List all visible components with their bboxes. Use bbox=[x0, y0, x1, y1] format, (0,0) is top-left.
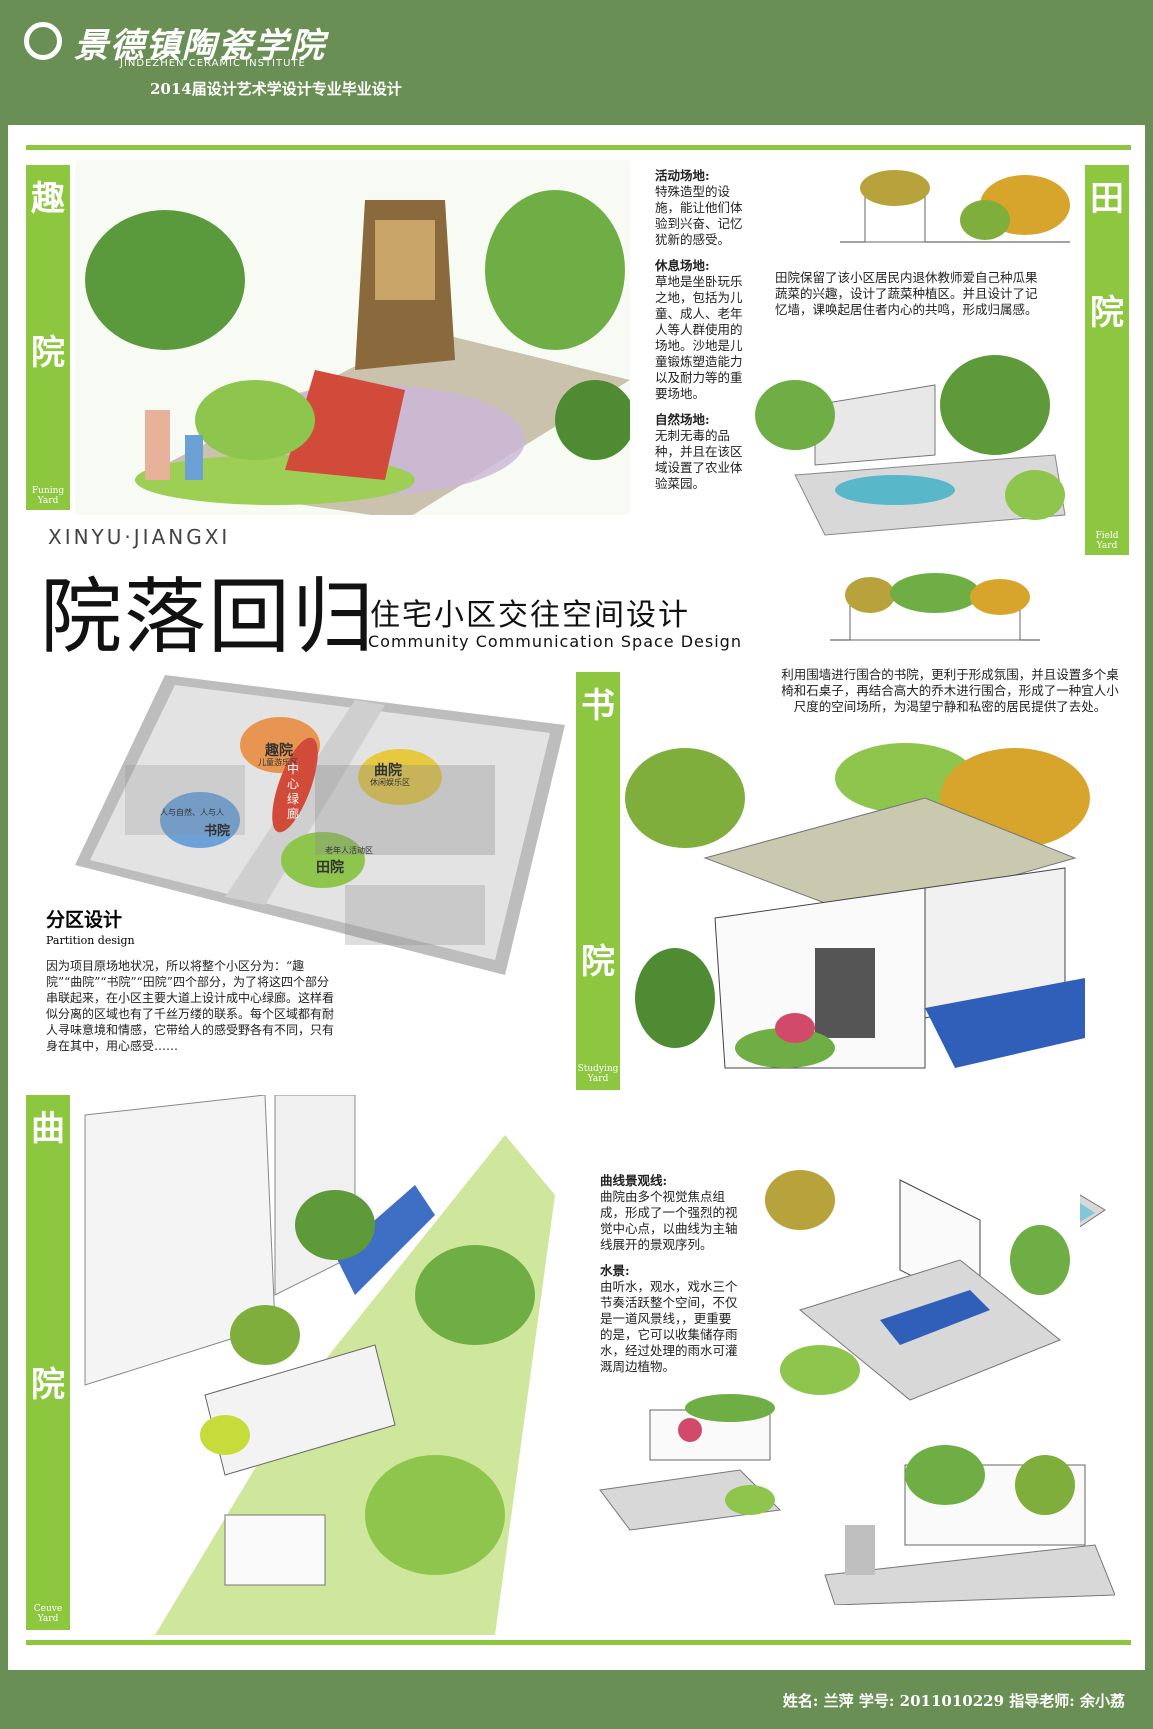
school-name-cn: 景德镇陶瓷学院 bbox=[74, 26, 326, 66]
nature-body: 无刺无毒的品种，并且在该区域设置了农业体验菜园。 bbox=[655, 428, 743, 491]
curve-line-title: 曲线景观线: bbox=[600, 1173, 668, 1188]
field-en-1: Field bbox=[1095, 531, 1119, 541]
school-logo bbox=[24, 22, 62, 60]
curve-en-2: Yard bbox=[37, 1614, 59, 1624]
funing-yard-label: 趣 院 Funing Yard bbox=[26, 165, 70, 510]
funing-en-1: Funing bbox=[31, 486, 65, 496]
water-body: 由听水，观水，戏水三个节奏活跃整个空间，不仅是一道风景线，，更重要的是，它可以收… bbox=[600, 1279, 738, 1374]
subtitle-cn: 住宅小区交往空间设计 bbox=[370, 598, 690, 633]
bottom-divider bbox=[26, 1640, 1131, 1645]
partition-body: 因为项目原场地状况，所以将整个小区分为：“趣院”“曲院”“书院”“田院”四个部分… bbox=[46, 959, 335, 1053]
studying-yard-label: 书 院 Studying Yard bbox=[576, 672, 620, 1090]
map-label-quyuan: 趣院 bbox=[265, 743, 293, 759]
study-description: 利用围墙进行围合的书院，更利于形成氛围，并且设置多个桌椅和石桌子，再结合高大的乔… bbox=[781, 667, 1119, 714]
field-elevation-sketch bbox=[835, 160, 1075, 250]
map-label-qu2: 曲院 bbox=[374, 763, 402, 779]
nature-title: 自然场地: bbox=[655, 412, 710, 427]
water-feature-sketch bbox=[760, 1160, 1080, 1410]
funing-char-2: 院 bbox=[31, 333, 65, 373]
activity-body: 特殊造型的设施，能让他们体验到兴奋、记忆犹新的感受。 bbox=[655, 184, 743, 247]
funing-yard-sketch bbox=[75, 160, 630, 515]
location-label: XINYU·JIANGXI bbox=[48, 525, 231, 549]
partition-title-en: Partition design bbox=[46, 934, 135, 947]
studying-yard-sketch bbox=[625, 738, 1095, 1138]
qu2-zone bbox=[358, 749, 442, 805]
map-label-shuyuan-sub: 人与自然、人与人 bbox=[160, 808, 224, 817]
curve-char-2: 院 bbox=[31, 1365, 65, 1405]
author-info: 姓名: 兰萍 学号: 2011010229 指导老师: 余小荔 bbox=[782, 1692, 1125, 1710]
graduation-subtitle: 2014届设计艺术学设计专业毕业设计 bbox=[150, 80, 402, 98]
water-title: 水景: bbox=[600, 1263, 630, 1278]
map-label-quyuan-sub: 儿童游乐区 bbox=[258, 758, 298, 767]
subtitle-en: Community Communication Space Design bbox=[368, 632, 742, 651]
curve-char-1: 曲 bbox=[31, 1109, 65, 1149]
map-label-shuyuan: 书院 bbox=[204, 824, 231, 839]
curve-text: 曲线景观线: 曲院由多个视觉焦点组成，形成了一个强烈的视觉中心点，以曲线为主轴线… bbox=[600, 1173, 740, 1375]
studying-en-2: Yard bbox=[587, 1074, 609, 1084]
field-char-1: 田 bbox=[1090, 179, 1124, 219]
top-divider bbox=[26, 145, 1131, 150]
map-label-qu2-sub: 休闲娱乐区 bbox=[370, 778, 410, 787]
school-name-en: JINDEZHEN CERAMIC INSTITUTE bbox=[120, 58, 306, 69]
field-perspective-sketch bbox=[755, 345, 1075, 540]
curve-yard-sketch bbox=[75, 1095, 575, 1635]
field-yard-label: 田 院 Field Yard bbox=[1085, 165, 1129, 555]
field-en-2: Yard bbox=[1096, 541, 1118, 551]
shuyuan-zone bbox=[160, 792, 240, 848]
funing-en-2: Yard bbox=[37, 496, 59, 506]
rest-title: 休息场地: bbox=[655, 258, 710, 273]
studying-char-2: 院 bbox=[581, 942, 615, 982]
pergola-sketch bbox=[815, 1445, 1115, 1605]
field-description: 田院保留了该小区居民内退休教师爱自己种瓜果蔬菜的兴趣，设计了蔬菜种植区。并且设计… bbox=[775, 270, 1038, 317]
tianyuan-zone bbox=[281, 832, 365, 888]
curve-line-body: 曲院由多个视觉焦点组成，形成了一个强烈的视觉中心点，以曲线为主轴线展开的景观序列… bbox=[600, 1189, 738, 1252]
seating-sketch bbox=[590, 1390, 790, 1540]
funing-char-1: 趣 bbox=[31, 179, 65, 219]
curve-en-1: Ceuve bbox=[33, 1604, 63, 1614]
curve-yard-label: 曲 院 Ceuve Yard bbox=[26, 1095, 70, 1630]
main-title: 院落回归 bbox=[40, 570, 377, 665]
studying-char-1: 书 bbox=[581, 686, 615, 726]
map-label-tianyuan: 田院 bbox=[316, 860, 344, 876]
field-char-2: 院 bbox=[1090, 293, 1124, 333]
studying-en-1: Studying bbox=[577, 1064, 619, 1074]
study-elevation-sketch bbox=[830, 565, 1040, 645]
activity-title: 活动场地: bbox=[655, 168, 710, 183]
map-label-tianyuan-sub: 老年人活动区 bbox=[325, 846, 373, 855]
center-corridor bbox=[272, 737, 318, 833]
funing-text: 活动场地: 特殊造型的设施，能让他们体验到兴奋、记忆犹新的感受。 休息场地: 草… bbox=[655, 168, 747, 492]
partition-title: 分区设计 bbox=[46, 909, 123, 931]
zoning-map bbox=[75, 675, 565, 975]
map-label-center: 中心绿廊 bbox=[287, 762, 300, 821]
rest-body: 草地是坐卧玩乐之地，包括为儿童、成人、老年人等人群使用的场地。沙地是儿童锻炼塑造… bbox=[655, 274, 743, 401]
